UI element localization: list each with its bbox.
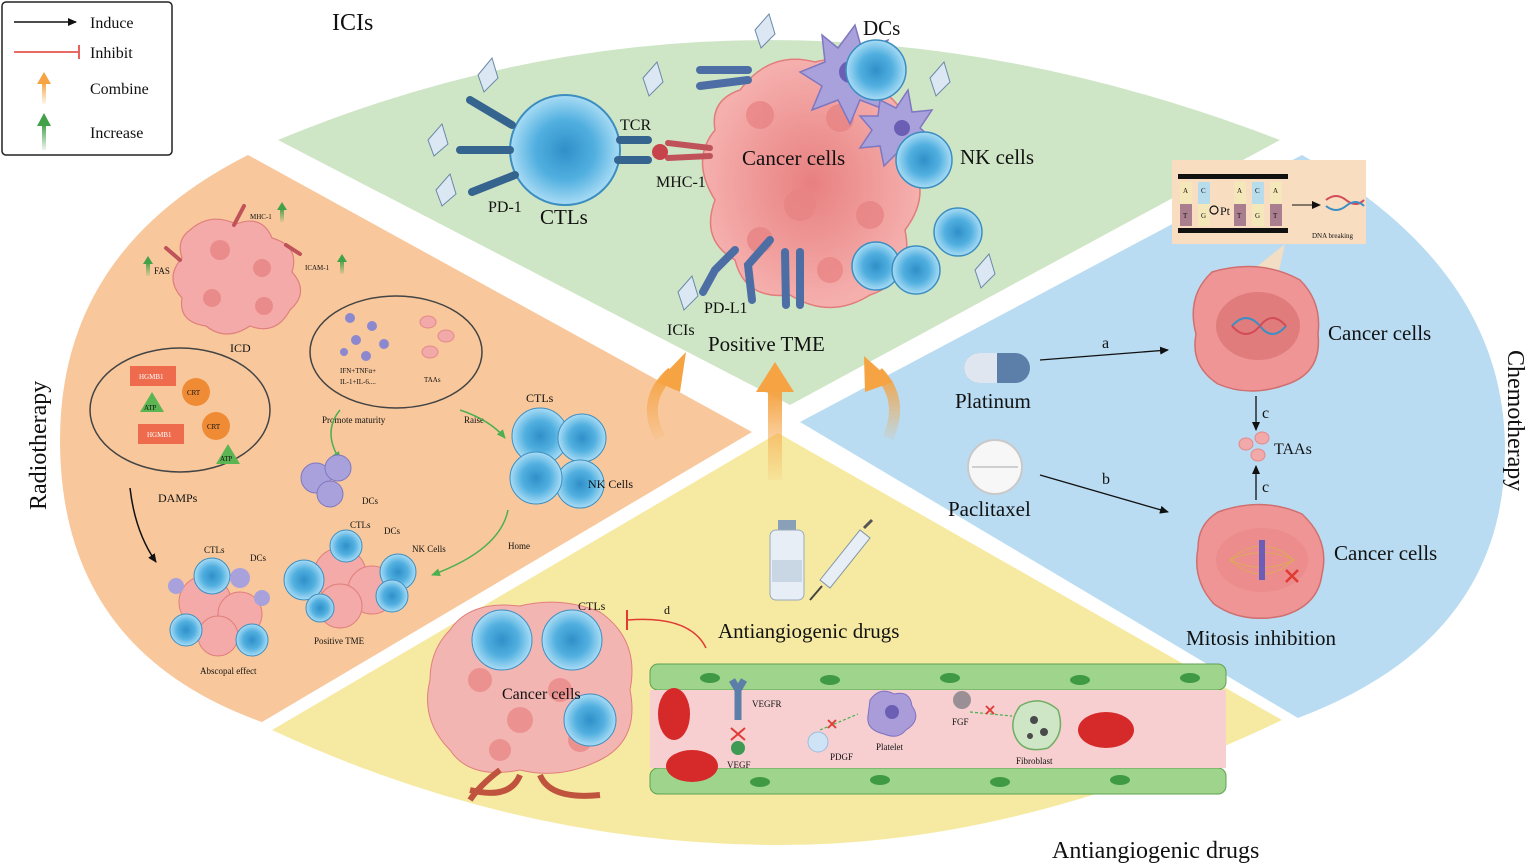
ici-ctls-label: CTLs [540,205,588,229]
ici-icis-label: ICIs [667,322,695,339]
t-cell [845,39,907,101]
radio-cyto2-label: IL-1+IL-6.... [340,378,376,386]
drug-vial-icon [769,520,805,601]
radiotherapy-illustration: MHC-1 ICAM-1 FAS ICD HGMB1 CRT ATP HGMB1… [89,202,633,676]
ici-tcr-label: TCR [620,117,651,134]
legend: Induce Inhibit Combine Increase [1,1,173,156]
radio-cyto1-label: IFN+TNFα+ [340,367,376,375]
radio-icam-label: ICAM-1 [305,264,330,272]
radio-home-label: Home [508,541,530,551]
chemo-a-label: a [1102,335,1109,352]
dna-base-bot-5: T [1273,212,1278,220]
ici-mhc-label: MHC-1 [656,174,706,191]
radio-dcs-label: DCs [362,496,379,506]
ctl-cell [509,94,621,206]
dna-base-top-4: C [1255,187,1260,195]
anti-fibroblast-label: Fibroblast [1016,756,1053,766]
radio-mhc-label: MHC-1 [250,213,272,221]
radio-ctls-label: CTLs [526,391,554,405]
dna-base-bot-3: T [1237,212,1242,220]
radio-tme-ctls-label: CTLs [350,520,371,530]
chemotherapy-illustration: A C A C A T G T G T Pt DNA breaking Canc… [948,160,1437,650]
combine-arrows [646,352,900,480]
radio-taas-label: TAAs [424,376,441,384]
chemo-c2-label: c [1262,479,1269,496]
dna-base-pairs [1180,182,1282,226]
chemo-cancer-label-2: Cancer cells [1334,541,1437,565]
antiangiogenic-sector-title: Antiangiogenic drugs [1052,838,1259,864]
chemo-mitosis-label: Mitosis inhibition [1186,626,1336,650]
radio-atp-label-1: ATP [144,404,157,412]
antiangiogenic-illustration: Antiangiogenic drugs d CTLs Cancer cells… [427,518,1227,802]
paclitaxel-tablet-icon [967,439,1023,495]
radio-ab-ctls-label: CTLs [204,545,225,555]
radio-crt-label-1: CRT [187,389,201,397]
legend-induce-label: Induce [90,15,134,32]
radio-tme-nk-label: NK Cells [412,544,446,554]
legend-increase-label: Increase [90,125,143,142]
chemo-c1-label: c [1262,405,1269,422]
dna-base-top-3: A [1237,187,1242,195]
chemo-platinum-label: Platinum [955,389,1031,413]
chemo-dna-label: DNA breaking [1312,232,1354,240]
anti-drugs-label: Antiangiogenic drugs [718,619,899,643]
dna-base-bot-4: G [1255,212,1260,220]
radio-hgmb1-label-1: HGMB1 [139,373,164,381]
chemo-cancer-label-1: Cancer cells [1328,321,1431,345]
radio-abscopal-label: Abscopal effect [200,666,257,676]
ici-illustration: DCs NK cells Cancer cells TCR MHC-1 PD-1… [427,12,1034,356]
dna-base-top-1: A [1183,187,1188,195]
radio-damps-label: DAMPs [158,491,198,505]
radio-tme-label: Positive TME [314,636,365,646]
ici-pd1-label: PD-1 [488,199,522,216]
ici-pdl1-label: PD-L1 [704,300,748,317]
syringe-icon [809,518,874,601]
ici-sector-title: ICIs [332,10,373,36]
legend-inhibit-label: Inhibit [90,45,133,62]
radio-raise-label: Raise [464,415,484,425]
dna-base-bot-2: G [1201,212,1206,220]
dna-base-bot-1: T [1183,212,1188,220]
anti-d-label: d [664,603,670,617]
ici-tme-label: Positive TME [708,332,825,356]
anti-ctls-label: CTLs [578,599,606,613]
legend-combine-label: Combine [90,81,149,98]
anti-platelet-label: Platelet [876,742,903,752]
anti-pdgf-label: PDGF [830,752,853,762]
platinum-pill-icon [964,353,1030,383]
chemo-paclitaxel-label: Paclitaxel [948,497,1031,521]
anti-cancer-label: Cancer cells [502,686,581,703]
chemo-pt-label: Pt [1220,204,1231,218]
radio-ab-dcs-label: DCs [250,553,267,563]
anti-vegfr-label: VEGFR [752,699,782,709]
radio-hgmb1-label-2: HGMB1 [147,431,172,439]
radio-atp-label-2: ATP [220,455,233,463]
radio-fas-label: FAS [154,266,170,276]
radio-nk-label: NK Cells [588,477,633,491]
ici-nk-label: NK cells [960,145,1034,169]
ici-cancer-label: Cancer cells [742,146,845,170]
radio-promote-label: Promote maturity [322,415,386,425]
dna-base-top-2: C [1201,187,1206,195]
radio-tme-dcs-label: DCs [384,526,401,536]
anti-vegf-label: VEGF [727,760,751,770]
radiotherapy-sector-title: Radiotherapy [26,381,52,510]
chemotherapy-sector-title: Chemotherapy [1502,350,1528,491]
radio-icd-label: ICD [230,341,251,355]
dna-base-top-5: A [1273,187,1278,195]
chemo-taas-label: TAAs [1274,441,1312,458]
radio-crt-label-2: CRT [207,423,221,431]
chemotherapy-sector [800,155,1505,718]
chemo-b-label: b [1102,471,1110,488]
ici-dcs-label: DCs [863,16,900,40]
anti-fgf-label: FGF [952,717,969,727]
